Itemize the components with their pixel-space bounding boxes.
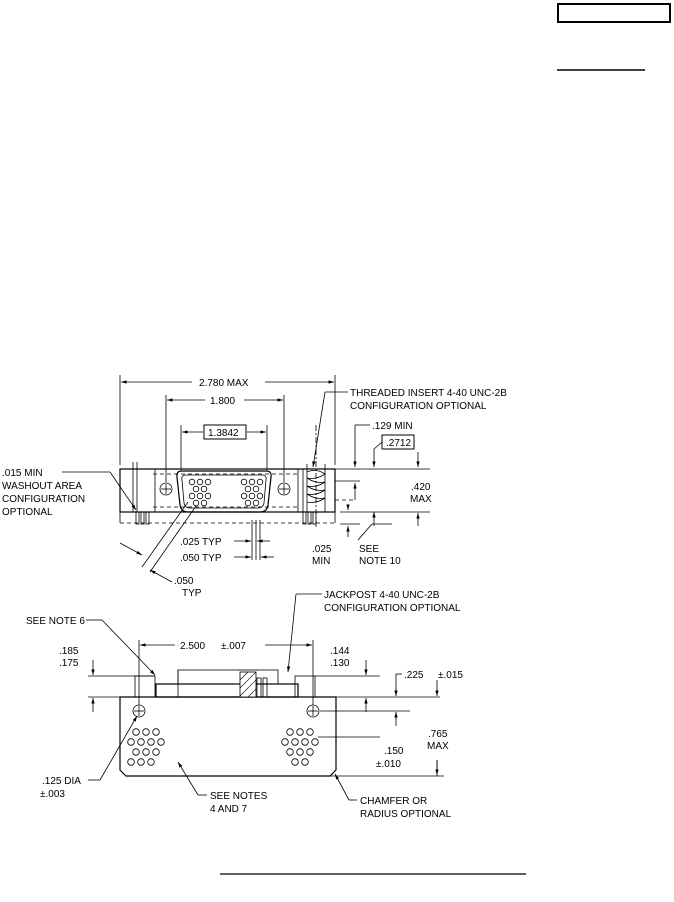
dim-765: .765 [428, 729, 448, 740]
washout-label-3: CONFIGURATION [2, 494, 85, 505]
dim-025-typ: .025 TYP [180, 537, 222, 548]
dim-420: .420 [411, 482, 431, 493]
dim-150-tol: ±.010 [376, 759, 401, 770]
d-sub-shell [176, 470, 272, 513]
dim-144: .144 [330, 646, 350, 657]
dim-130: .130 [330, 658, 350, 669]
dim-175: .175 [59, 658, 79, 669]
dimple-group-left [127, 728, 165, 766]
dim-225: .225 [404, 670, 424, 681]
dim-2500-tol: ±.007 [221, 641, 246, 652]
washout-label-1: .015 MIN [2, 468, 43, 479]
dim-2712: .2712 [386, 438, 411, 449]
dim-765-max: MAX [427, 741, 449, 752]
dim-050-typ-2: TYP [182, 588, 202, 599]
washout-label-2: WASHOUT AREA [2, 481, 82, 492]
dim-overall-length: 2.780 MAX [199, 378, 249, 389]
threaded-insert-label-1: THREADED INSERT 4-40 UNC-2B [350, 388, 507, 399]
header-box [557, 3, 671, 23]
front-hole-right [306, 704, 320, 718]
dim-pin-field: 1.3842 [208, 428, 239, 439]
dimple-group-right [281, 728, 319, 766]
dim-420-max: MAX [410, 494, 432, 505]
see-notes-1: SEE NOTES [210, 791, 268, 802]
hole-dia-2: ±.003 [40, 789, 65, 800]
hatch-section [239, 671, 268, 698]
hole-dia-1: .125 DIA [42, 776, 81, 787]
see-notes-2: 4 AND 7 [210, 804, 248, 815]
chamfer-label-2: RADIUS OPTIONAL [360, 809, 452, 820]
top-view: 2.780 MAX 1.800 1.3842 THREADED INSERT 4… [2, 375, 507, 599]
pin-group-left [188, 478, 212, 507]
chamfer-label-1: CHAMFER OR [360, 796, 427, 807]
see-note-10-1: SEE [359, 544, 379, 555]
dim-225-tol: ±.015 [438, 670, 463, 681]
washout-label-4: OPTIONAL [2, 507, 53, 518]
dim-050: .050 [174, 576, 194, 587]
front-view: SEE NOTE 6 JACKPOST 4-40 UNC-2B CONFIGUR… [26, 590, 463, 820]
mount-hole-right [277, 482, 291, 496]
dim-mount-spacing: 1.800 [210, 396, 235, 407]
mount-hole-left [159, 482, 173, 496]
pin-group-right [240, 478, 264, 507]
dim-2500: 2.500 [180, 641, 205, 652]
dim-185: .185 [59, 646, 79, 657]
dim-050-typ: .050 TYP [180, 553, 222, 564]
see-note-10-2: NOTE 10 [359, 556, 401, 567]
jackpost-label-2: CONFIGURATION OPTIONAL [324, 603, 461, 614]
dim-150: .150 [384, 746, 404, 757]
dim-129-min: .129 MIN [372, 421, 413, 432]
front-hole-left [132, 704, 146, 718]
dim-025: .025 [312, 544, 332, 555]
see-note-6: SEE NOTE 6 [26, 616, 85, 627]
threaded-insert [302, 425, 326, 528]
dim-025-min: MIN [312, 556, 330, 567]
threaded-insert-label-2: CONFIGURATION OPTIONAL [350, 401, 487, 412]
jackpost-label-1: JACKPOST 4-40 UNC-2B [324, 590, 440, 601]
